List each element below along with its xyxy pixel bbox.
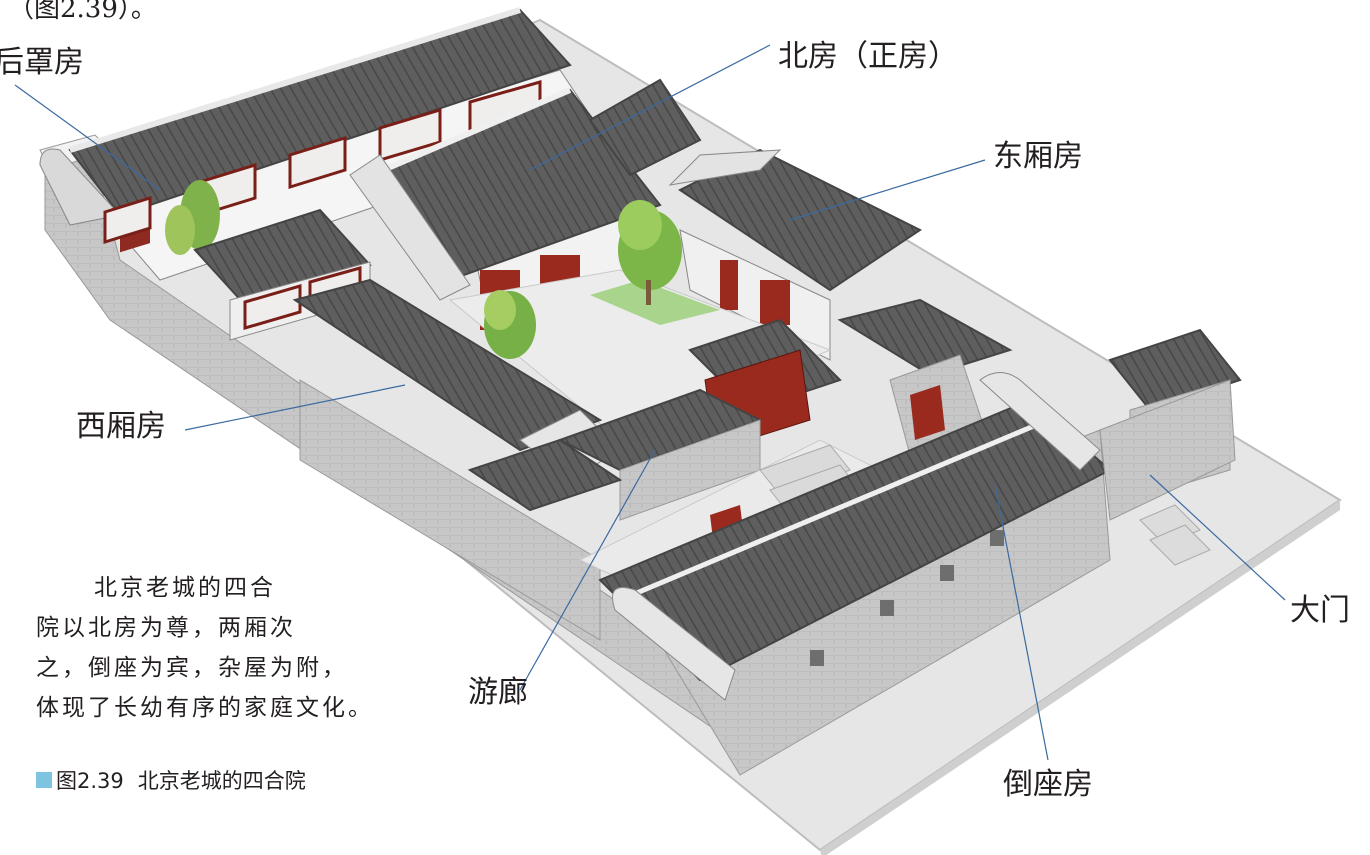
label-xixiang: 西厢房 — [76, 412, 166, 442]
caption-square-icon — [36, 772, 52, 788]
description-line: 体现了长幼有序的家庭文化。 — [36, 688, 306, 728]
label-houzhao: 后罩房 — [0, 48, 84, 78]
top-text-fragment: （图2.39）。 — [8, 0, 157, 25]
mid-room-door — [910, 385, 945, 440]
caption-number: 图2.39 — [56, 765, 124, 795]
figure-caption: 图2.39 北京老城的四合院 — [36, 765, 306, 795]
label-damen: 大门 — [1290, 596, 1350, 626]
label-dongxiang: 东厢房 — [993, 142, 1083, 172]
description-line: 之，倒座为宾，杂屋为附， — [36, 648, 306, 688]
description-text: 北京老城的四合 院以北房为尊，两厢次 之，倒座为宾，杂屋为附， 体现了长幼有序的… — [36, 568, 306, 728]
description-line: 北京老城的四合 — [36, 568, 306, 608]
label-youlang: 游廊 — [468, 678, 528, 708]
description-line: 院以北房为尊，两厢次 — [36, 608, 306, 648]
caption-title: 北京老城的四合院 — [138, 765, 306, 795]
label-daozuo: 倒座房 — [1003, 770, 1093, 800]
label-beifang: 北房（正房） — [778, 42, 958, 72]
